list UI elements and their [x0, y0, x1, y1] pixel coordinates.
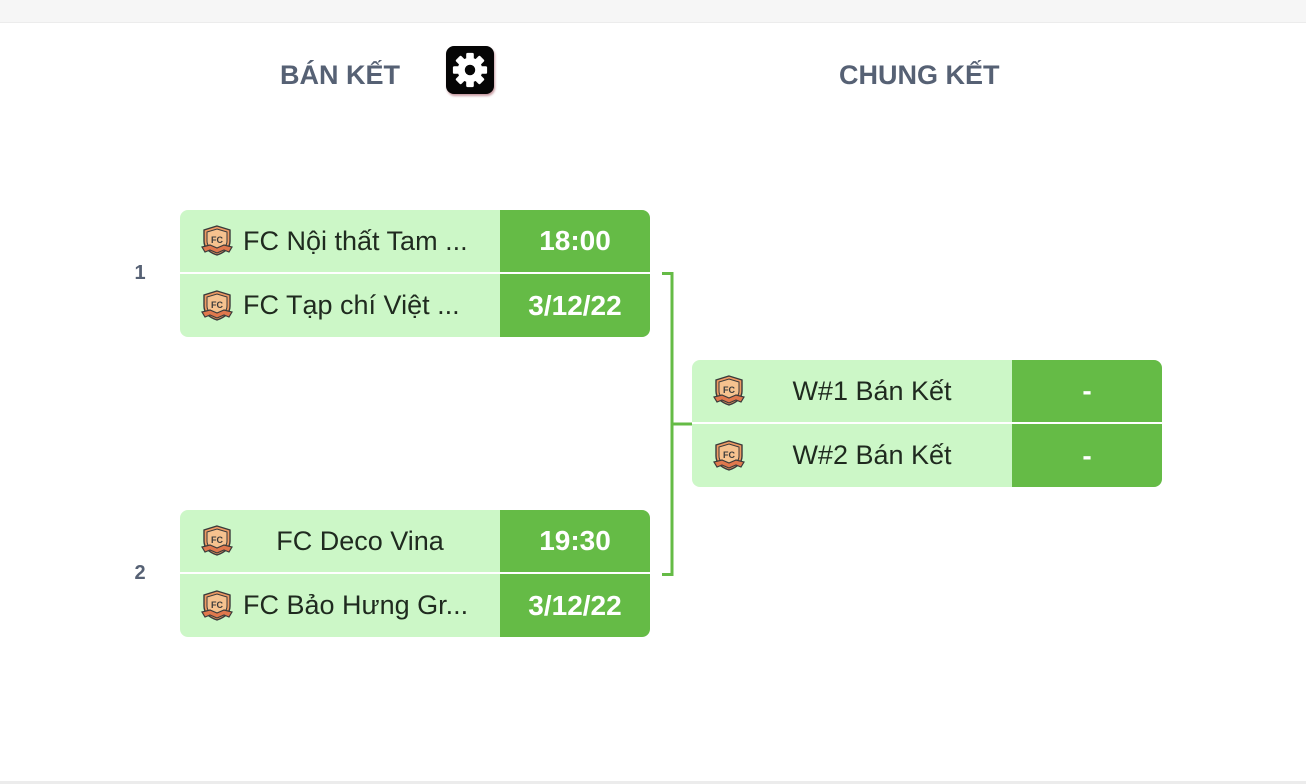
match-row: FC Deco Vina 19:30	[180, 510, 650, 572]
match-date: 3/12/22	[500, 274, 650, 337]
match-time: 18:00	[500, 210, 650, 272]
match-row: W#1 Bán Kết -	[692, 360, 1162, 422]
team-cell[interactable]: W#1 Bán Kết	[692, 360, 1012, 422]
round-title-semifinal: BÁN KẾT	[280, 60, 400, 90]
settings-button[interactable]	[446, 46, 494, 94]
team-name: FC Bảo Hưng Gr...	[243, 590, 469, 620]
final-match-card: W#1 Bán Kết - W#2 Bán Kết -	[692, 360, 1162, 487]
match-row: FC Nội thất Tam ... 18:00	[180, 210, 650, 272]
fc-crest-icon	[198, 289, 236, 323]
match-row: FC Bảo Hưng Gr... 3/12/22	[180, 574, 650, 637]
bottom-bar	[0, 781, 1306, 784]
match-time: 19:30	[500, 510, 650, 572]
score: -	[1012, 424, 1162, 487]
match-row: W#2 Bán Kết -	[692, 424, 1162, 487]
top-bar	[0, 0, 1306, 23]
match-card-1: FC Nội thất Tam ... 18:00 FC Tạp chí Việ…	[180, 210, 650, 337]
team-name: W#1 Bán Kết	[792, 375, 952, 406]
match-number: 1	[134, 262, 146, 284]
fc-crest-icon	[198, 589, 236, 623]
team-name: W#2 Bán Kết	[792, 440, 952, 470]
match-number: 2	[134, 562, 146, 584]
team-name: FC Nội thất Tam ...	[243, 225, 468, 256]
team-cell[interactable]: FC Bảo Hưng Gr...	[180, 574, 500, 637]
team-cell[interactable]: FC Tạp chí Việt ...	[180, 274, 500, 337]
team-name: FC Tạp chí Việt ...	[243, 290, 460, 320]
match-row: FC Tạp chí Việt ... 3/12/22	[180, 274, 650, 337]
fc-crest-icon	[198, 224, 236, 258]
team-cell[interactable]: W#2 Bán Kết	[692, 424, 1012, 487]
team-name: FC Deco Vina	[276, 525, 444, 556]
team-cell[interactable]: FC Deco Vina	[180, 510, 500, 572]
fc-crest-icon	[198, 524, 236, 558]
round-title-final: CHUNG KẾT	[839, 60, 1000, 90]
row-divider	[180, 572, 650, 574]
fc-crest-icon	[710, 374, 748, 408]
match-card-2: FC Deco Vina 19:30 FC Bảo Hưng Gr... 3/1…	[180, 510, 650, 637]
row-divider	[180, 272, 650, 274]
gear-icon	[452, 52, 488, 88]
score: -	[1012, 360, 1162, 422]
fc-crest-icon	[710, 439, 748, 473]
row-divider	[692, 422, 1162, 424]
match-date: 3/12/22	[500, 574, 650, 637]
team-cell[interactable]: FC Nội thất Tam ...	[180, 210, 500, 272]
bracket-connector	[662, 272, 692, 576]
